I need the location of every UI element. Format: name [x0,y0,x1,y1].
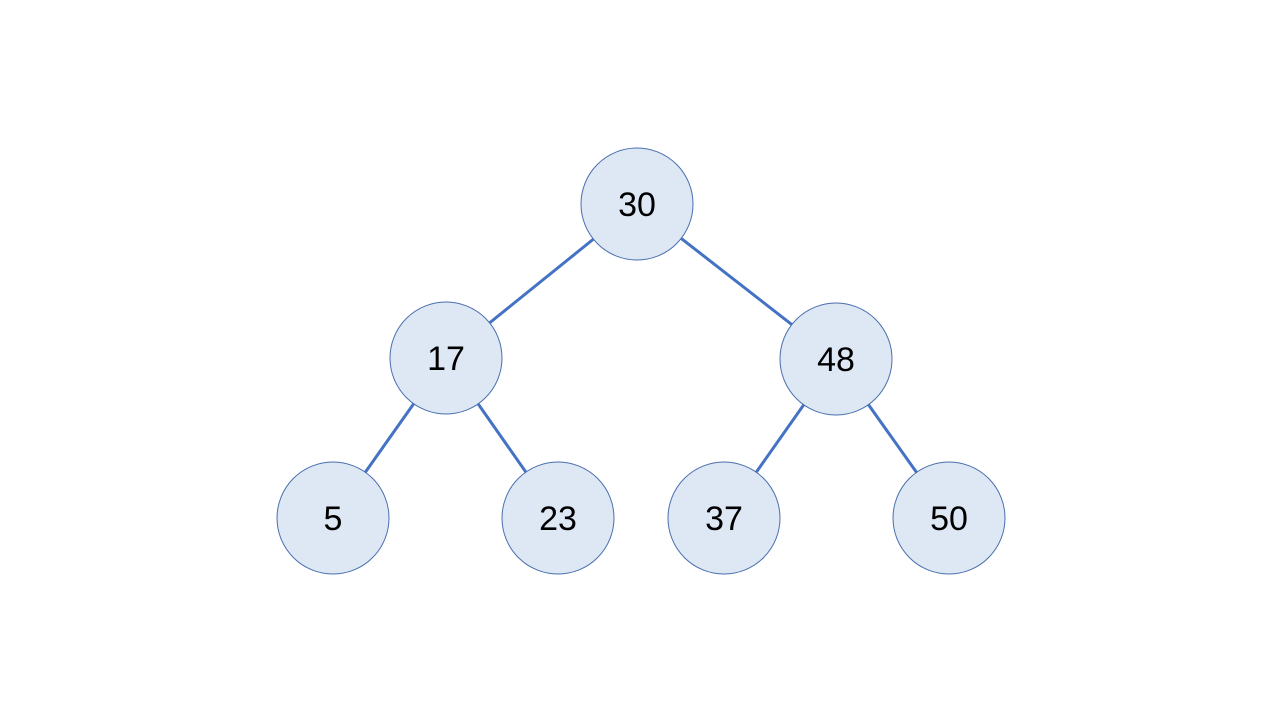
tree-node-48: 48 [779,302,893,416]
node-label: 5 [324,500,343,538]
edge-n17-n23 [475,400,529,476]
tree-node-30: 30 [580,147,694,261]
node-circle [892,461,1006,575]
tree-node-5: 5 [276,461,390,575]
edges-layer [362,235,920,476]
edge-n30-n48 [678,235,795,328]
node-circle [667,461,781,575]
tree-node-50: 50 [892,461,1006,575]
node-circle [580,147,694,261]
edge-n17-n5 [362,400,417,476]
tree-node-17: 17 [389,301,503,415]
node-label: 30 [618,186,656,224]
node-circle [501,461,615,575]
nodes-layer: 30 17 48 5 23 37 50 [276,147,1006,575]
node-circle [779,302,893,416]
edge-n48-n50 [865,401,920,476]
node-circle [389,301,503,415]
node-circle [276,461,390,575]
tree-node-23: 23 [501,461,615,575]
edge-n48-n37 [753,401,807,476]
node-label: 37 [705,500,743,538]
node-label: 48 [817,341,855,379]
edge-n30-n17 [486,236,597,326]
node-label: 50 [930,500,968,538]
tree-node-37: 37 [667,461,781,575]
node-label: 17 [427,340,465,378]
node-label: 23 [539,500,577,538]
